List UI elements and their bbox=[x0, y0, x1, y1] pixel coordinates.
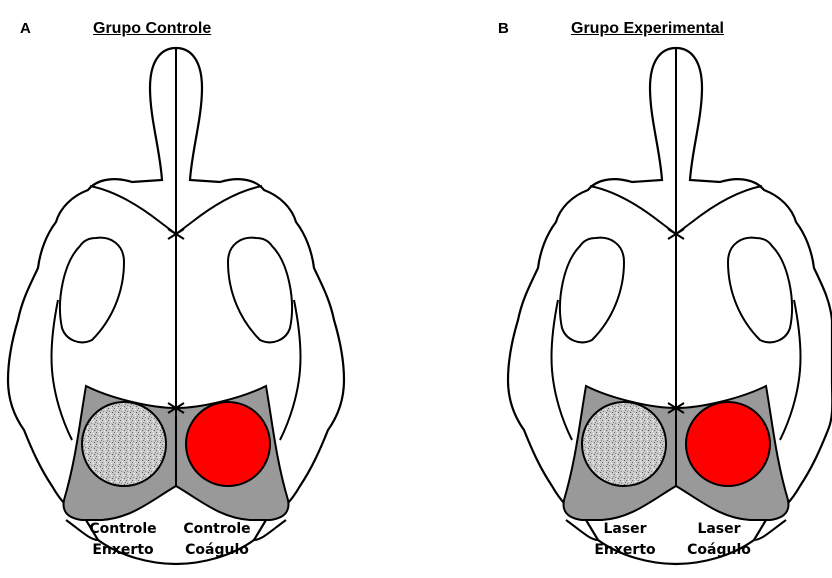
graft-defect bbox=[582, 402, 666, 486]
skull-diagram bbox=[0, 0, 416, 578]
defect-label-left: Controle Enxerto bbox=[78, 519, 168, 561]
panel-letter: A bbox=[20, 20, 31, 37]
clot-defect bbox=[686, 402, 770, 486]
defect-label-left: Laser Enxerto bbox=[580, 519, 670, 561]
panel-b: B Grupo Experimental Laser Enxerto Laser… bbox=[416, 0, 832, 578]
graft-defect bbox=[82, 402, 166, 486]
panel-title: Grupo Controle bbox=[93, 20, 211, 38]
panel-title: Grupo Experimental bbox=[571, 20, 724, 38]
clot-defect bbox=[186, 402, 270, 486]
defect-label-right: Laser Coágulo bbox=[674, 519, 764, 561]
defect-label-right: Controle Coágulo bbox=[172, 519, 262, 561]
panel-letter: B bbox=[498, 20, 509, 37]
panel-a: A Grupo Controle Controle Enxerto Contro… bbox=[0, 0, 416, 578]
skull-diagram bbox=[416, 0, 832, 578]
